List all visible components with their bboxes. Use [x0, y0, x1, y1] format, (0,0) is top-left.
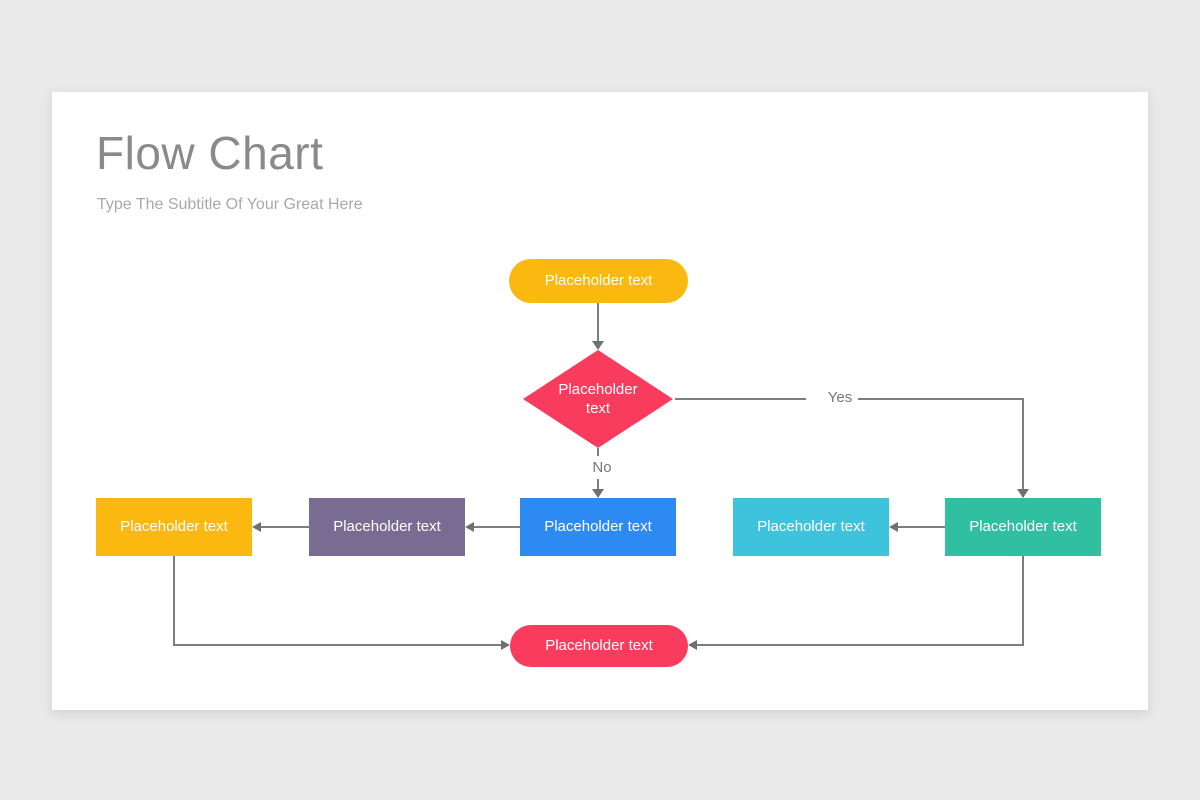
connector-right-end-horizontal	[696, 644, 1023, 646]
connector-no-segment	[597, 479, 599, 490]
arrowhead-left-icon	[252, 522, 261, 532]
connector-yes-segment-1	[675, 398, 815, 400]
arrowhead-down-icon	[592, 341, 604, 350]
flowchart-node-process-center[interactable]: Placeholder text	[520, 498, 676, 556]
arrowhead-down-icon	[1017, 489, 1029, 498]
flowchart-node-process-mid-left[interactable]: Placeholder text	[309, 498, 465, 556]
flowchart-node-end[interactable]: Placeholder text	[510, 625, 688, 667]
node-label: Placeholder text	[757, 518, 865, 536]
slide-canvas: Flow Chart Type The Subtitle Of Your Gre…	[52, 92, 1148, 710]
node-label: Placeholder text	[969, 518, 1077, 536]
connector-right-end-vertical	[1022, 556, 1024, 646]
node-label: Placeholder text	[333, 518, 441, 536]
node-label: Placeholder text	[544, 518, 652, 536]
connector-right-midright	[897, 526, 945, 528]
connector-midleft-left	[260, 526, 309, 528]
arrowhead-left-icon	[889, 522, 898, 532]
connector-no-stub	[597, 448, 599, 456]
node-label: Placeholder text	[544, 272, 653, 290]
node-label: Placeholder text	[558, 380, 638, 418]
connector-start-decision	[597, 303, 599, 342]
connector-center-midleft	[473, 526, 520, 528]
node-label: Placeholder text	[120, 518, 228, 536]
flowchart-node-process-left[interactable]: Placeholder text	[96, 498, 252, 556]
arrowhead-left-icon	[688, 640, 697, 650]
flowchart-node-process-right[interactable]: Placeholder text	[945, 498, 1101, 556]
node-label: Placeholder text	[545, 637, 653, 655]
connector-left-end-horizontal	[173, 644, 502, 646]
page-subtitle: Type The Subtitle Of Your Great Here	[97, 196, 363, 213]
arrowhead-down-icon	[592, 489, 604, 498]
edge-label-no: No	[578, 459, 626, 476]
flowchart-node-decision[interactable]: Placeholder text	[523, 350, 673, 448]
connector-yes-segment-2	[858, 398, 1022, 400]
connector-yes-segment-3	[1022, 398, 1024, 490]
connector-left-end-vertical	[173, 556, 175, 646]
flowchart-node-start[interactable]: Placeholder text	[509, 259, 688, 303]
page-title: Flow Chart	[96, 127, 324, 179]
flowchart-node-process-mid-right[interactable]: Placeholder text	[733, 498, 889, 556]
arrowhead-left-icon	[465, 522, 474, 532]
arrowhead-right-icon	[501, 640, 510, 650]
edge-label-yes: Yes	[806, 389, 874, 406]
